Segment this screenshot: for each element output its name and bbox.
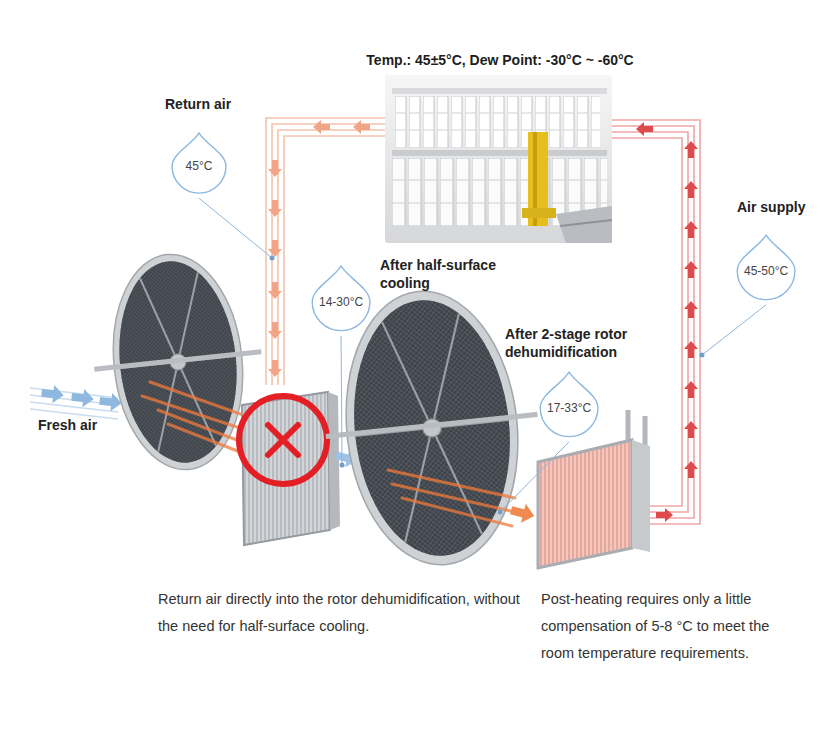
orange-air-streaks: [402, 498, 512, 526]
rotor-wheel: [326, 412, 538, 439]
temperature-value: 17-33°C: [538, 400, 600, 416]
clean-room-illustration: [560, 220, 612, 226]
supply-air-arrows: [684, 141, 698, 158]
note-text: Post-heating requires only a little comp…: [541, 586, 803, 667]
rotor-wheel: [149, 362, 187, 452]
orange-air-streaks: [388, 470, 515, 498]
rotor-wheel: [140, 275, 178, 365]
fresh-air-flow: [71, 388, 95, 408]
temperature-callout: Air supply 45-50°C: [730, 195, 825, 302]
return-air-arrows: [353, 120, 370, 134]
leader-line: [341, 336, 343, 465]
orange-air-streaks: [392, 484, 515, 512]
temperature-value: 14-30°C: [310, 294, 372, 310]
post-heater: [632, 440, 650, 552]
return-air-arrows: [268, 160, 282, 177]
clean-room-illustration: [392, 88, 607, 94]
crossed-out-symbol: [268, 425, 298, 455]
temperature-value: 45-50°C: [735, 263, 797, 279]
supply-air-arrows: [684, 341, 698, 358]
crossed-out-symbol: [268, 425, 298, 455]
cooling-coil: [328, 392, 340, 530]
leader-line: [500, 442, 569, 512]
supply-air-arrows: [684, 181, 698, 198]
clean-room-illustration: [522, 208, 556, 218]
supply-air-arrows: [636, 122, 653, 136]
supply-air-arrows: [684, 461, 698, 478]
leader-dot: [340, 463, 345, 468]
temperature-callout: After half-surface cooling 14-30°C: [310, 256, 515, 333]
leader-dot: [498, 510, 503, 515]
stage-heading: Return air: [165, 95, 260, 113]
return-air-arrows: [313, 120, 330, 134]
leader-dot: [700, 353, 705, 358]
crossed-out-symbol: [239, 396, 327, 484]
temperature-callout: Return air 45°C: [160, 95, 260, 196]
orange-flow-arrow: [509, 501, 537, 526]
rotor-wheel: [169, 272, 207, 362]
cooling-coil: [242, 392, 340, 545]
temperature-value: 45°C: [170, 158, 228, 174]
fresh-air-flow: [41, 384, 123, 412]
supply-air-arrows: [656, 508, 673, 522]
orange-air-streaks: [168, 424, 240, 452]
leader-dot: [270, 256, 275, 261]
diagram-title: Temp.: 45±5°C, Dew Point: -30°C ~ -60°C: [300, 52, 700, 68]
supply-air-arrows: [684, 301, 698, 318]
note-text: Return air directly into the rotor dehum…: [158, 586, 538, 640]
clean-room-illustration: [392, 150, 607, 156]
temperature-callout: After 2-stage rotor dehumidification 17-3…: [500, 325, 655, 439]
rotor-wheel: [420, 314, 470, 428]
stage-heading: Air supply: [737, 198, 825, 216]
supply-air-arrows: [684, 221, 698, 238]
stage-heading: After 2-stage rotor dehumidification: [505, 325, 655, 361]
orange-flow-arrow: [509, 501, 537, 526]
stage-heading: After half-surface cooling: [380, 256, 515, 292]
clean-room-illustration: [385, 75, 612, 243]
flow-label: Fresh air: [38, 417, 128, 433]
return-air-arrows: [268, 360, 282, 377]
supply-air-arrows: [684, 261, 698, 278]
leader-line: [199, 198, 272, 258]
clean-room-illustration: [395, 96, 600, 148]
return-air-arrows: [268, 282, 282, 299]
crossed-out-symbol: [239, 396, 327, 484]
leader-line: [702, 305, 766, 355]
supply-air-arrows: [684, 381, 698, 398]
fresh-air-flow: [30, 384, 123, 419]
rotor-wheel: [382, 318, 432, 432]
supply-air-arrows: [684, 421, 698, 438]
rotor-wheel: [94, 349, 262, 372]
orange-air-streaks: [388, 470, 515, 526]
orange-air-streaks: [142, 382, 246, 452]
fresh-air-flow: [41, 384, 65, 404]
return-air-arrows: [268, 240, 282, 257]
clean-room-illustration: [385, 75, 612, 243]
return-air-arrows: [268, 322, 282, 339]
return-air-arrows: [268, 200, 282, 217]
return-air-arrows: [268, 120, 370, 377]
clean-room-illustration: [556, 206, 612, 243]
